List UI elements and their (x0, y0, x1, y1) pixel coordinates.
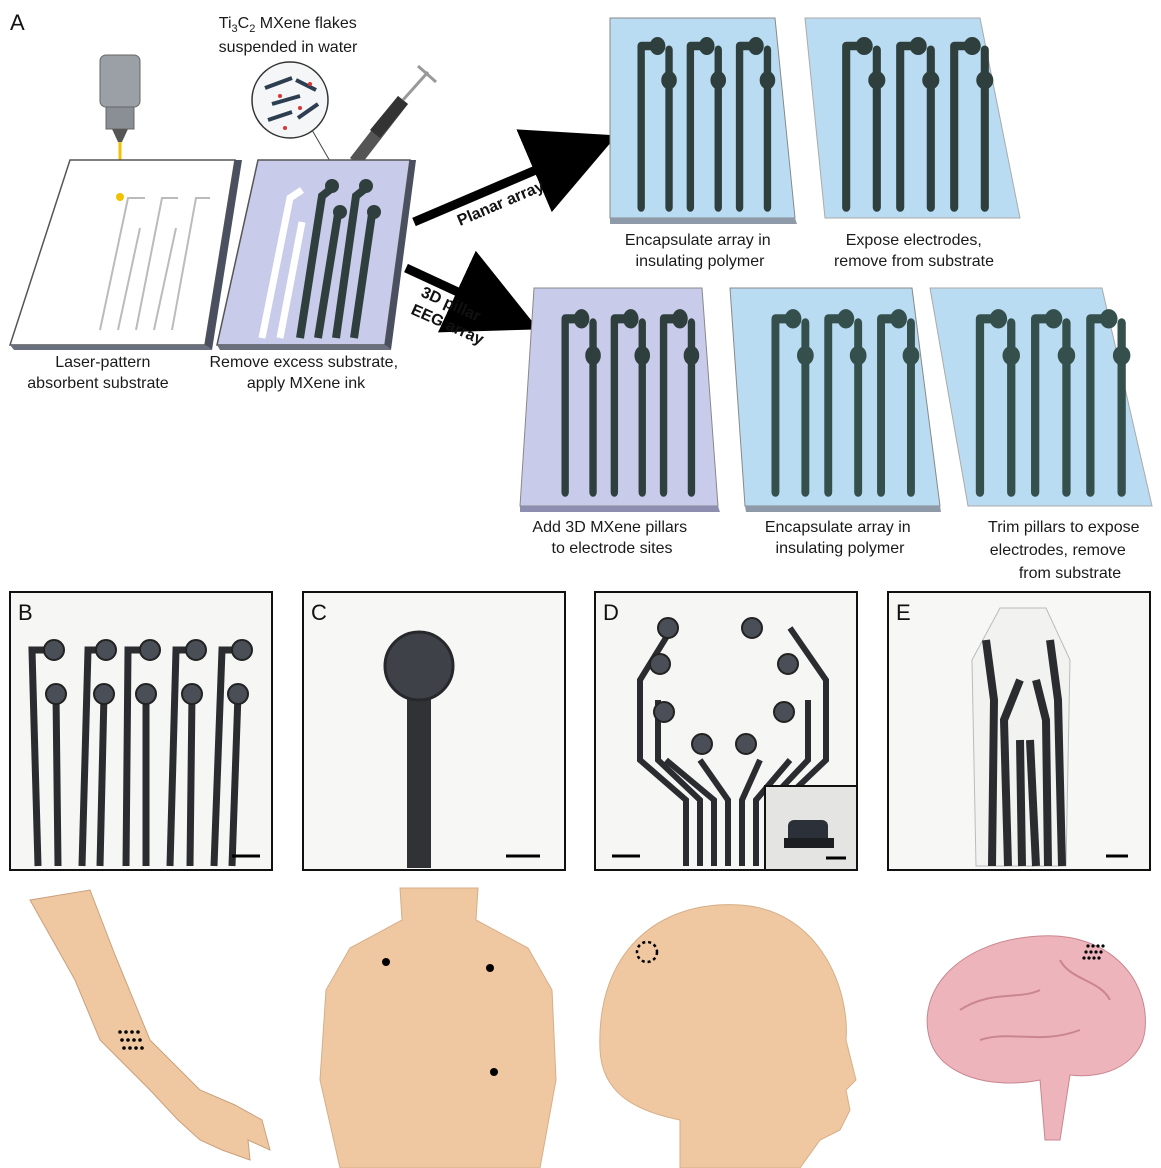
planar-expose-substrate (805, 18, 1020, 218)
mxene-substrate (217, 160, 416, 350)
step-pillar-encapsulate-label: Encapsulate array in insulating polymer (765, 519, 915, 557)
panel-label-d: D (603, 600, 619, 625)
panel-label-e: E (896, 600, 911, 625)
step-laser-label: Laser-pattern absorbent substrate (27, 354, 169, 392)
ink-label: Ti3C2 MXene flakes suspended in water (219, 15, 362, 56)
step-planar-expose-label: Expose electrodes, remove from substrate (834, 232, 994, 270)
step-planar-encapsulate-label: Encapsulate array in insulating polymer (625, 232, 775, 270)
photo-panel-c (303, 592, 565, 870)
torso-illustration (320, 888, 556, 1168)
photo-panel-e (888, 592, 1150, 870)
planar-encapsulate-substrate (610, 18, 797, 224)
pillar-encapsulate-substrate (730, 288, 941, 512)
pillar-trim-substrate (930, 288, 1152, 506)
panel-label-b: B (18, 600, 33, 625)
panel-label-c: C (311, 600, 327, 625)
step-remove-label: Remove excess substrate, apply MXene ink (210, 354, 403, 392)
laser-substrate (10, 160, 242, 350)
pillar-add-substrate (520, 288, 720, 512)
photo-panel-b (10, 592, 272, 870)
arm-illustration (30, 890, 270, 1160)
photo-panel-d (595, 592, 857, 870)
step-pillar-trim-label: Trim pillars to expose electrodes, remov… (988, 519, 1144, 582)
head-illustration (600, 905, 856, 1168)
mxene-flakes-icon (252, 62, 338, 175)
panel-label-a: A (10, 10, 25, 35)
step-pillar-add-label: Add 3D MXene pillars to electrode sites (532, 519, 691, 557)
brain-illustration (927, 936, 1145, 1140)
